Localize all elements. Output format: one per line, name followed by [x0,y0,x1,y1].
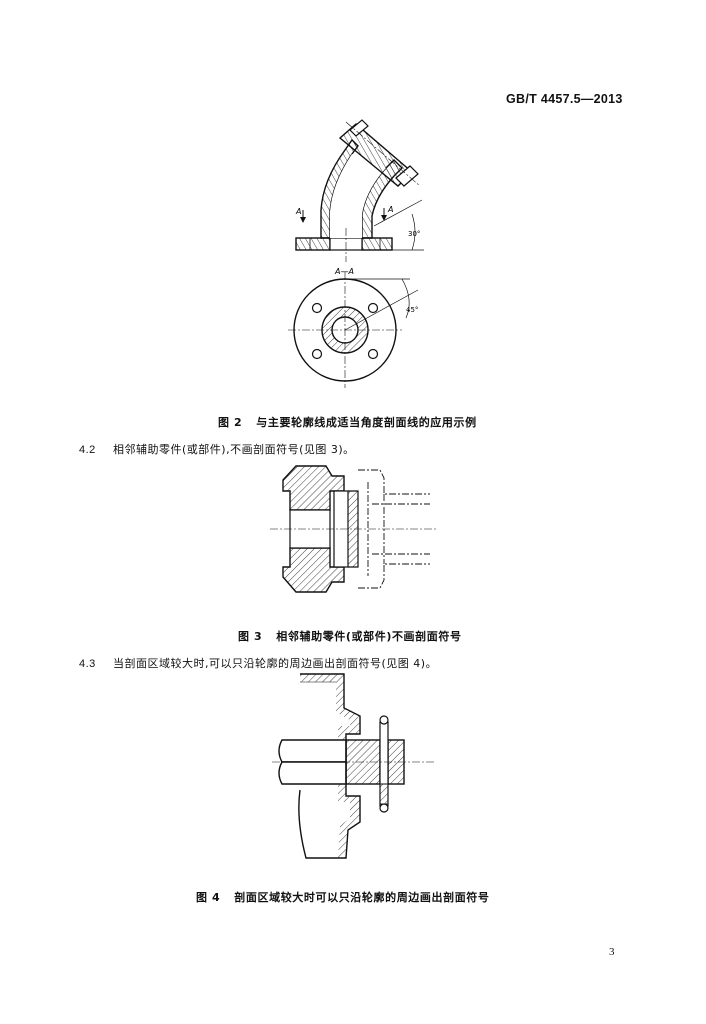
clause-4-2: 4.2 相邻辅助零件(或部件),不画剖面符号(见图 3)。 [79,441,355,457]
adjacent-part [358,469,430,589]
section-marker-left: A [295,207,301,216]
figure-3-caption: 图 3 相邻辅助零件(或部件)不画剖面符号 [238,628,462,644]
base-flange [295,237,393,251]
figure-4-drawing [272,673,434,859]
figure-3-drawing [270,465,436,593]
figure-4-number: 图 4 [196,891,221,904]
figure-2-drawing: A A 30° A—A 45° [288,119,424,388]
figure-2-caption: 图 2 与主要轮廓线成适当角度剖面线的应用示例 [218,414,477,430]
angle-label-30: 30° [408,230,420,238]
shaft [278,739,347,785]
standard-number: GB/T 4457.5—2013 [506,92,623,106]
clause-4-3-number: 4.3 [79,658,96,670]
figure-3-number: 图 3 [238,630,263,643]
clause-4-2-text: 相邻辅助零件(或部件),不画剖面符号(见图 3)。 [113,443,355,456]
section-markers: A A [295,205,393,223]
section-marker-right: A [387,205,393,214]
clause-4-3-text: 当剖面区域较大时,可以只沿轮廓的周边画出剖面符号(见图 4)。 [113,657,438,670]
clause-4-2-number: 4.2 [79,444,96,456]
angle-dimension-30: 30° [373,199,424,251]
elbow-body [320,119,421,239]
figure-3-title: 相邻辅助零件(或部件)不画剖面符号 [276,630,462,643]
figure-2-number: 图 2 [218,416,243,429]
section-view-a-a: 45° [288,272,418,388]
angle-label-45: 45° [406,306,418,314]
section-view-label: A—A [334,267,354,276]
figure-2-title: 与主要轮廓线成适当角度剖面线的应用示例 [256,416,477,429]
housing-part [298,673,361,859]
figure-4-title: 剖面区域较大时可以只沿轮廓的周边画出剖面符号 [234,891,490,904]
clause-4-3: 4.3 当剖面区域较大时,可以只沿轮廓的周边画出剖面符号(见图 4)。 [79,655,437,671]
figure-4-caption: 图 4 剖面区域较大时可以只沿轮廓的周边画出剖面符号 [196,889,490,905]
page-number: 3 [609,946,615,958]
